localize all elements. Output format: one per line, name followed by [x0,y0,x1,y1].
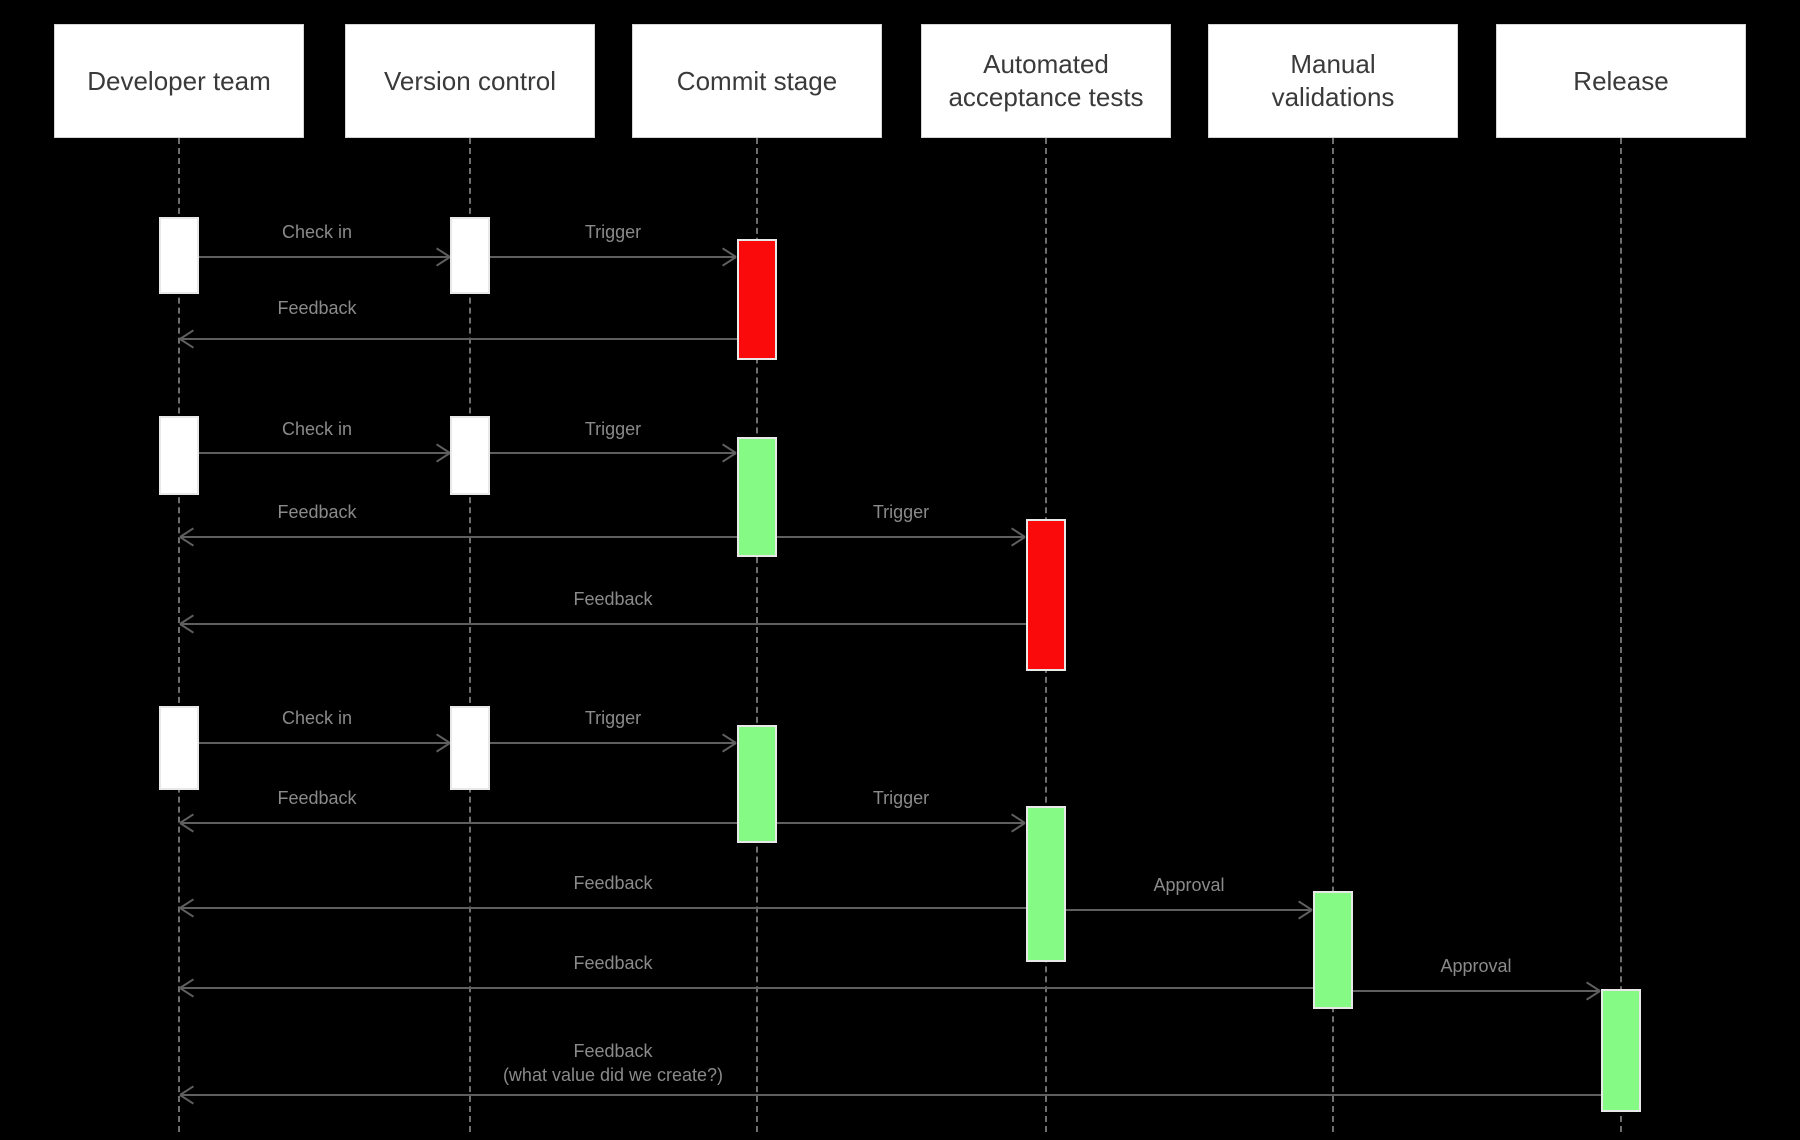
arrowhead-left [179,898,195,918]
arrowhead-left [179,978,195,998]
message-line-feedback [180,623,1026,625]
message-line-trigger [777,822,1025,824]
lifeline-version-control [469,138,471,1132]
arrowhead-left [179,527,195,547]
lifeline-commit-stage [756,138,758,1132]
activation-white-version-control [450,706,490,790]
arrowhead-right [435,247,451,267]
arrowhead-stroke [722,452,737,463]
arrowhead-stroke [179,329,194,340]
header-release: Release [1496,24,1746,138]
message-line-trigger [777,536,1025,538]
message-line-feedback [180,822,737,824]
arrowhead-stroke [179,614,194,625]
message-line-check-in [199,742,450,744]
arrowhead-stroke [179,898,194,909]
message-label: Check in [281,222,353,242]
message-line-approval [1066,909,1312,911]
arrowhead-stroke [1298,909,1313,920]
arrowhead-stroke [1011,536,1026,547]
arrowhead-stroke [436,452,451,463]
message-label: Check in [281,708,353,728]
activation-white-developer-team [159,416,199,495]
header-commit-stage: Commit stage [632,24,882,138]
arrowhead-right [435,443,451,463]
arrowhead-left [179,1085,195,1105]
message-label: Trigger [872,502,930,522]
arrowhead-stroke [179,822,194,833]
message-label: Trigger [584,222,642,242]
message-line-approval [1353,990,1600,992]
message-label: Feedback (what value did we create?) [502,1041,724,1085]
message-line-check-in [199,452,450,454]
arrowhead-stroke [179,338,194,349]
message-label: Feedback [277,788,357,808]
header-manual-validations: Manual validations [1208,24,1458,138]
arrowhead-stroke [1586,990,1601,1001]
message-label: Feedback [277,502,357,522]
message-label: Approval [1153,875,1225,895]
lifeline-release [1620,138,1622,1132]
arrowhead-stroke [179,987,194,998]
message-line-feedback [180,987,1313,989]
arrowhead-right [435,733,451,753]
arrowhead-stroke [179,536,194,547]
arrowhead-stroke [179,527,194,538]
message-label: Approval [1440,956,1512,976]
arrowhead-right [721,443,737,463]
arrowhead-right [1297,900,1313,920]
arrowhead-left [179,614,195,634]
message-line-check-in [199,256,450,258]
message-line-feedback [180,536,737,538]
arrowhead-stroke [179,1085,194,1096]
arrowhead-stroke [1011,822,1026,833]
activation-white-version-control [450,416,490,495]
activation-green-automated-acceptance-tests [1026,806,1066,962]
arrowhead-left [179,329,195,349]
activation-red-automated-acceptance-tests [1026,519,1066,671]
arrowhead-stroke [179,813,194,824]
activation-white-developer-team [159,217,199,294]
arrowhead-stroke [179,907,194,918]
message-label: Feedback [277,298,357,318]
arrowhead-stroke [179,623,194,634]
message-line-trigger [490,452,736,454]
message-label: Feedback [573,589,653,609]
message-line-trigger [490,256,736,258]
message-line-trigger [490,742,736,744]
message-label: Trigger [584,419,642,439]
arrowhead-stroke [722,742,737,753]
arrowhead-left [179,813,195,833]
activation-green-commit-stage [737,725,777,843]
message-label: Feedback [573,873,653,893]
header-version-control: Version control [345,24,595,138]
header-automated-acceptance-tests: Automated acceptance tests [921,24,1171,138]
activation-green-manual-validations [1313,891,1353,1009]
arrowhead-right [1585,981,1601,1001]
activation-red-commit-stage [737,239,777,360]
lifeline-manual-validations [1332,138,1334,1132]
message-label: Trigger [584,708,642,728]
arrowhead-right [1010,813,1026,833]
arrowhead-stroke [436,742,451,753]
activation-white-developer-team [159,706,199,790]
header-developer-team: Developer team [54,24,304,138]
arrowhead-right [1010,527,1026,547]
arrowhead-stroke [179,978,194,989]
message-label: Feedback [573,953,653,973]
message-line-feedback [180,1094,1601,1096]
arrowhead-stroke [179,1094,194,1105]
message-label: Check in [281,419,353,439]
message-label: Trigger [872,788,930,808]
activation-white-version-control [450,217,490,294]
lifeline-developer-team [178,138,180,1132]
arrowhead-right [721,733,737,753]
arrowhead-stroke [722,256,737,267]
activation-green-release [1601,989,1641,1112]
message-line-feedback [180,338,737,340]
arrowhead-stroke [436,256,451,267]
activation-green-commit-stage [737,437,777,557]
message-line-feedback [180,907,1026,909]
arrowhead-right [721,247,737,267]
